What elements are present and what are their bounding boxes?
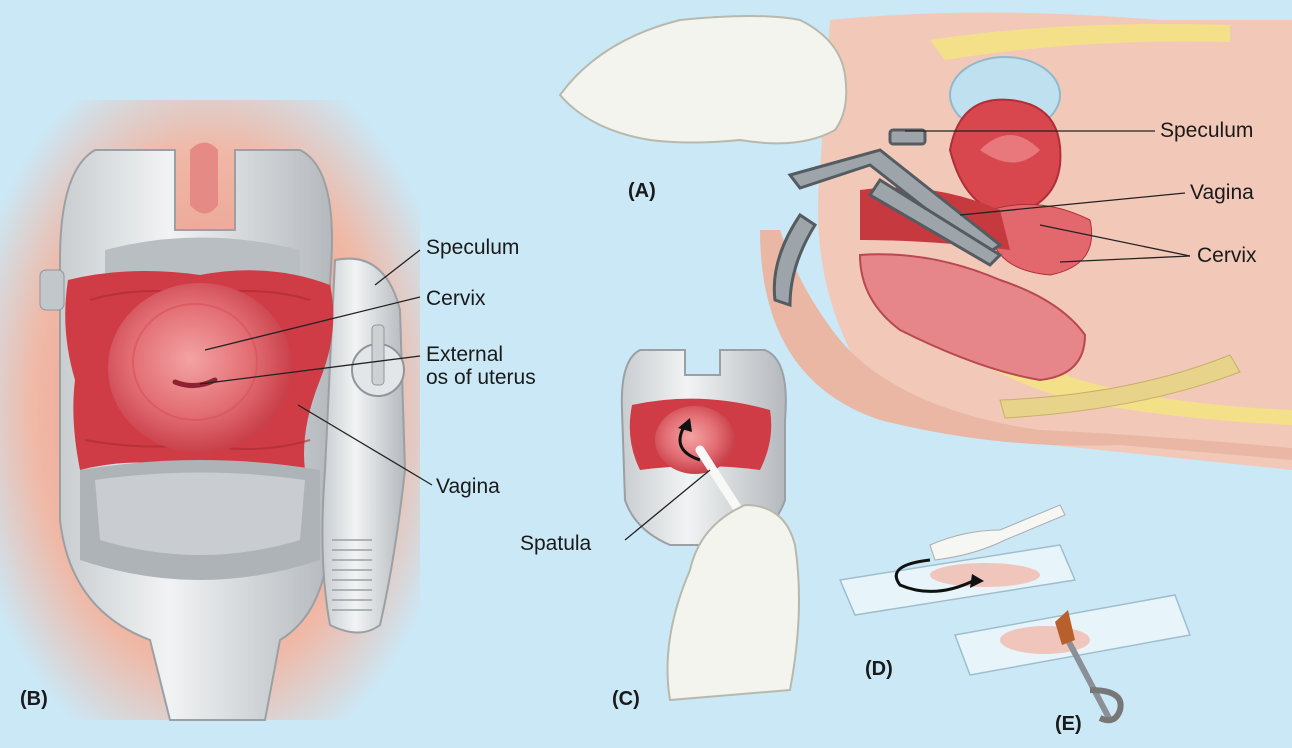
urethral-tissue [190, 143, 218, 214]
lower-blade-inner [95, 473, 305, 556]
label-a-vagina: Vagina [1190, 181, 1254, 204]
panel-label-a: (A) [628, 180, 656, 202]
label-b-cervix: Cervix [426, 287, 486, 310]
smear-e [1000, 626, 1090, 654]
panel-label-c: (C) [612, 688, 640, 710]
panel-d-slide-smear [840, 505, 1075, 615]
label-b-vagina: Vagina [436, 475, 500, 498]
label-b-speculum: Speculum [426, 236, 519, 259]
cervix [108, 283, 292, 453]
side-clip [40, 270, 64, 310]
panel-label-d: (D) [865, 658, 893, 680]
panel-b-speculum-view [0, 100, 432, 720]
label-b-external-os: External os of uterus [426, 343, 536, 389]
panel-e-brush-smear [955, 595, 1190, 720]
panel-label-e: (E) [1055, 713, 1082, 735]
smear-d [930, 563, 1040, 587]
label-a-cervix: Cervix [1197, 244, 1257, 267]
speculum-screw-post [372, 325, 384, 385]
small-cervix [655, 406, 735, 474]
gloved-hand-a [560, 16, 846, 143]
label-c-spatula: Spatula [520, 532, 591, 555]
panel-c-spatula-sampling [622, 350, 799, 700]
label-a-speculum: Speculum [1160, 119, 1253, 142]
panel-label-b: (B) [20, 688, 48, 710]
